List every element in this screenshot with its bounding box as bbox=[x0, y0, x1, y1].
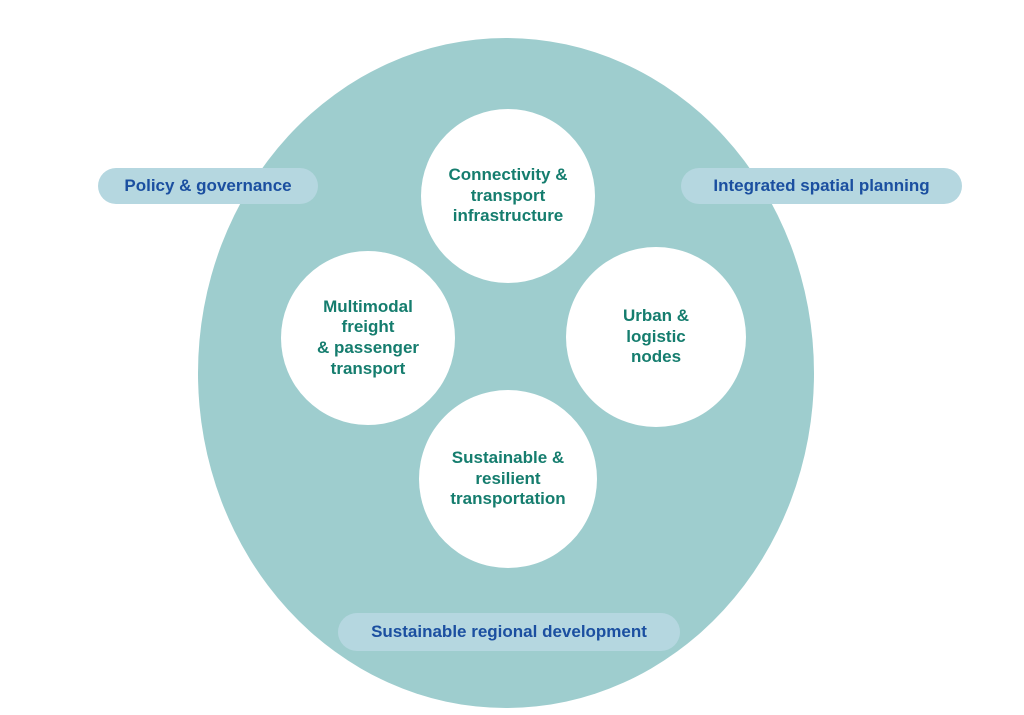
node-multimodal-freight-passenger-transport: Multimodal freight & passenger transport bbox=[281, 251, 455, 425]
node-sustainable-resilient-transportation: Sustainable & resilient transportation bbox=[419, 390, 597, 568]
node-sustainable-label: Sustainable & resilient transportation bbox=[450, 447, 566, 509]
pill-policy-governance: Policy & governance bbox=[98, 168, 318, 204]
pill-integrated-spatial-planning-label: Integrated spatial planning bbox=[713, 176, 930, 195]
node-connectivity-label: Connectivity & transport infrastructure bbox=[448, 164, 568, 226]
pill-policy-governance-label: Policy & governance bbox=[124, 176, 292, 195]
node-urban-logistic-nodes: Urban & logistic nodes bbox=[566, 247, 746, 427]
node-urban-label: Urban & logistic nodes bbox=[622, 305, 690, 367]
node-multimodal-label: Multimodal freight & passenger transport bbox=[316, 296, 420, 378]
pill-sustainable-regional-development: Sustainable regional development bbox=[338, 613, 680, 651]
pill-sustainable-regional-development-label: Sustainable regional development bbox=[371, 622, 647, 641]
node-connectivity-transport-infrastructure: Connectivity & transport infrastructure bbox=[421, 109, 595, 283]
pill-integrated-spatial-planning: Integrated spatial planning bbox=[681, 168, 962, 204]
